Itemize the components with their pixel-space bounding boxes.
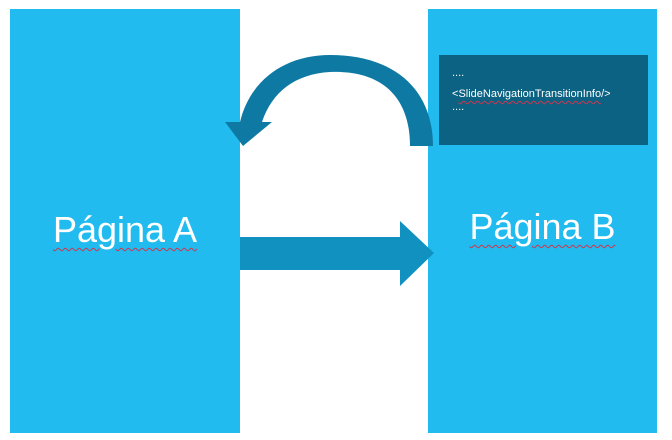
forward-arrow bbox=[240, 221, 434, 286]
page-b-label: Página B bbox=[469, 206, 616, 247]
code-snippet-box: .... <SlideNavigationTransitionInfo/> ..… bbox=[439, 55, 648, 145]
back-curved-arrow bbox=[225, 55, 433, 146]
code-line-2: <SlideNavigationTransitionInfo/> bbox=[452, 88, 648, 101]
code-line-1: .... bbox=[452, 67, 465, 79]
code-tag-name: SlideNavigationTransitionInfo bbox=[458, 88, 602, 100]
page-a-label: Página A bbox=[52, 209, 198, 250]
code-tag-open: < bbox=[452, 88, 459, 100]
code-line-3: .... bbox=[452, 101, 465, 113]
code-tag-close: /> bbox=[601, 88, 611, 100]
page-a-box: Página A bbox=[10, 9, 240, 433]
